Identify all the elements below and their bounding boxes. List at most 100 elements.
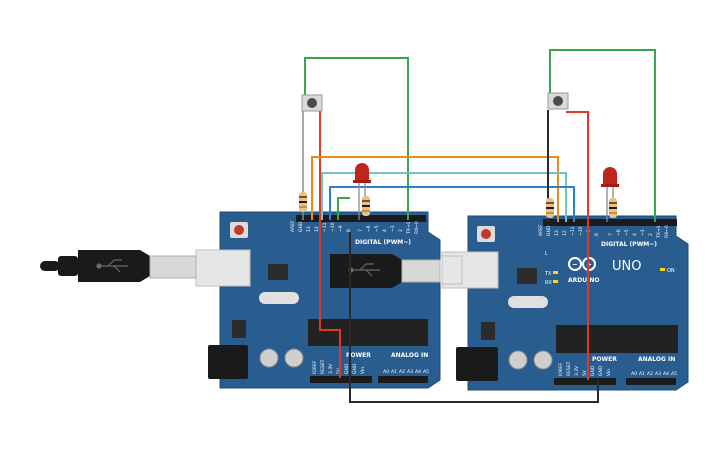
digital-header-left (296, 215, 426, 222)
model-label-right: UNO (612, 259, 641, 274)
power-header-right (554, 378, 616, 385)
pin-labels-top-left: AREF GND 13 12 ~11 ~10 ~9 8 7 ~6 ~5 4 ~3… (290, 220, 420, 235)
svg-text:RX←0: RX←0 (414, 221, 420, 234)
usb-cable-middle[interactable] (330, 254, 463, 288)
pushbutton-left[interactable] (301, 94, 323, 112)
l-label-right: L (545, 251, 548, 257)
wire-green-short[interactable] (337, 197, 350, 220)
svg-text:~10: ~10 (330, 222, 336, 232)
svg-text:−: − (572, 261, 578, 269)
svg-text:~10: ~10 (578, 226, 584, 236)
wire-red-right[interactable] (566, 111, 589, 380)
led-left[interactable] (353, 163, 371, 220)
svg-text:7: 7 (608, 233, 614, 236)
pushbutton-right[interactable] (547, 92, 569, 110)
svg-text:AREF: AREF (290, 220, 296, 232)
svg-text:A2: A2 (399, 369, 405, 375)
on-label-right: ON (667, 268, 675, 274)
svg-text:4: 4 (382, 229, 388, 232)
crystal-left (259, 292, 299, 304)
svg-text:~3: ~3 (390, 225, 396, 232)
svg-text:GND: GND (590, 365, 596, 376)
svg-text:2: 2 (398, 229, 404, 232)
rx-label-right: RX (545, 280, 552, 286)
regulator-right (481, 322, 495, 340)
wire-orange[interactable] (311, 156, 559, 222)
svg-text:A4: A4 (663, 371, 669, 377)
svg-text:A0: A0 (631, 371, 637, 377)
svg-text:A3: A3 (655, 371, 661, 377)
svg-text:2: 2 (648, 233, 654, 236)
usb-symbol-icon (96, 259, 128, 273)
svg-text:3.3V: 3.3V (328, 363, 334, 374)
svg-text:~11: ~11 (570, 226, 576, 236)
svg-text:13: 13 (306, 226, 312, 232)
svg-text:12: 12 (314, 226, 320, 232)
usb-port-left (195, 249, 251, 287)
svg-text:Vin: Vin (360, 367, 366, 374)
wire-blue[interactable] (329, 186, 575, 222)
svg-text:A0: A0 (383, 369, 389, 375)
svg-text:~5: ~5 (624, 229, 630, 236)
svg-text:A1: A1 (639, 371, 645, 377)
tx-led-right (553, 271, 558, 274)
power-label-right: POWER (592, 356, 617, 363)
wire-green-left[interactable] (304, 57, 409, 220)
arduino-board-right[interactable]: DIGITAL (PWM~) AREF GND 13 12 ~11 ~10 ~9… (441, 215, 689, 391)
capacitor-right-1 (508, 350, 528, 370)
svg-text:AREF: AREF (538, 224, 544, 236)
microcontroller-left (308, 319, 428, 346)
svg-text:~11: ~11 (322, 222, 328, 232)
rx-led-right (553, 280, 558, 283)
resistor-right-button (546, 198, 554, 218)
pin-labels-bottom-right: IOREF RESET 3.3V 5V GND GND Vin A0 A1 A2… (558, 361, 677, 377)
crystal-right (508, 296, 548, 308)
wire-cyan[interactable] (321, 172, 567, 222)
svg-text:Vin: Vin (606, 369, 612, 376)
svg-text:IOREF: IOREF (558, 362, 564, 376)
svg-text:~3: ~3 (640, 229, 646, 236)
svg-text:GND: GND (352, 363, 358, 374)
usb-cable-left[interactable] (40, 250, 197, 282)
svg-text:~5: ~5 (374, 225, 380, 232)
svg-text:~6: ~6 (366, 225, 372, 232)
analog-header-right (626, 378, 676, 385)
arduino-board-left[interactable]: DIGITAL (PWM~) AREF GND 13 12 ~11 ~10 ~9… (195, 211, 441, 389)
microcontroller-right (556, 325, 678, 353)
svg-text:RESET: RESET (566, 361, 572, 376)
brand-label-right: ARDUINO (568, 277, 599, 284)
svg-text:A5: A5 (671, 371, 677, 377)
digital-header-right (543, 219, 677, 226)
analog-label-left: ANALOG IN (391, 352, 428, 359)
power-jack-right (456, 347, 498, 381)
svg-text:RESET: RESET (320, 359, 326, 374)
svg-text:~9: ~9 (338, 225, 344, 232)
led-right[interactable] (601, 167, 619, 222)
svg-text:8: 8 (346, 229, 352, 232)
capacitor-left-1 (259, 348, 279, 368)
usb-chip-right (517, 268, 537, 284)
svg-text:12: 12 (562, 230, 568, 236)
wire-black-ground[interactable] (349, 232, 599, 403)
svg-text:13: 13 (554, 230, 560, 236)
resistor-left-led (362, 196, 370, 216)
capacitor-right-2 (533, 350, 553, 370)
svg-text:7: 7 (358, 229, 364, 232)
on-led-right (660, 268, 665, 271)
svg-text:A1: A1 (391, 369, 397, 375)
regulator-left (232, 320, 246, 338)
usb-chip-left (268, 264, 288, 280)
digital-header-label-right: DIGITAL (PWM~) (601, 241, 657, 248)
pin-labels-top-right: AREF GND 13 12 ~11 ~10 ~9 8 7 ~6 ~5 4 ~3… (538, 224, 670, 239)
power-jack-left (208, 345, 248, 379)
power-header-left (310, 376, 372, 383)
svg-text:~6: ~6 (616, 229, 622, 236)
svg-text:TX→1: TX→1 (656, 225, 662, 239)
wire-green-right[interactable] (549, 49, 656, 222)
resistor-right-led (609, 198, 617, 218)
analog-label-right: ANALOG IN (638, 356, 675, 363)
wire-red-left[interactable] (319, 110, 341, 378)
svg-text:5V: 5V (582, 369, 588, 376)
svg-text:A4: A4 (415, 369, 421, 375)
